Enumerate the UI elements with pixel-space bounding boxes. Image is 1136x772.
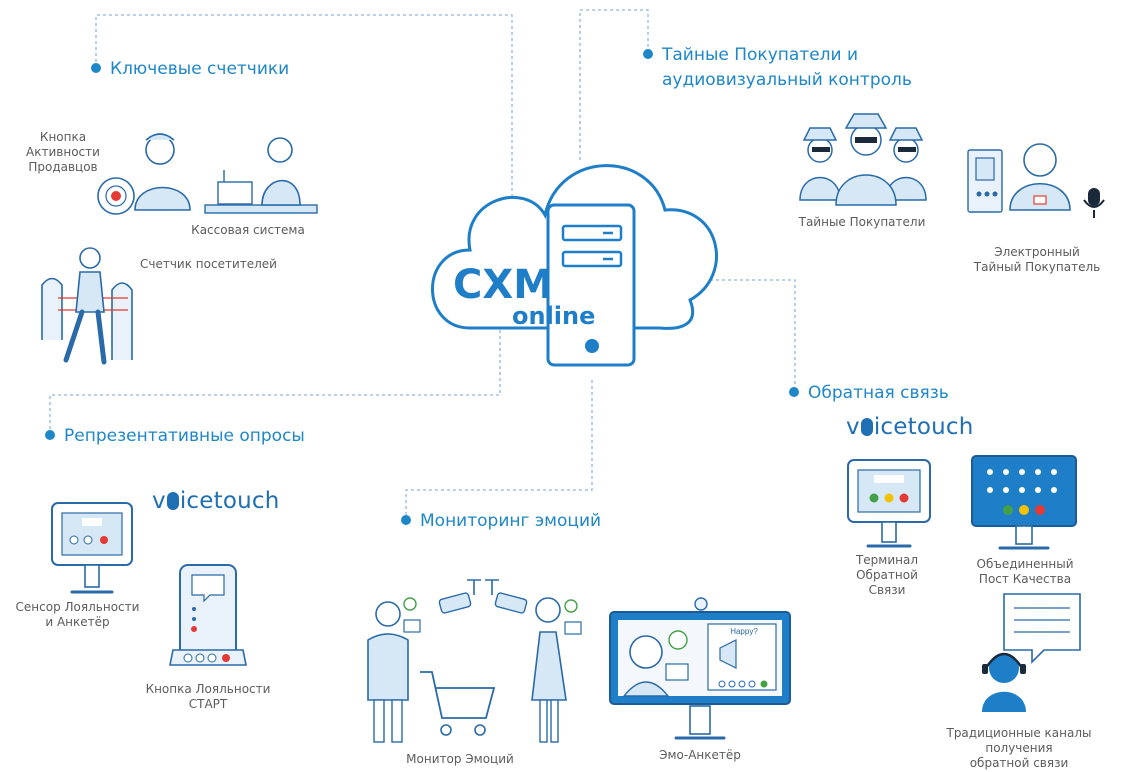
bullet-icon xyxy=(45,430,55,440)
label-emotion-monitor: Монитор Эмоций xyxy=(406,752,514,766)
label-visitor-counter: Счетчик посетителей xyxy=(140,257,277,271)
section-surveys: Репрезентативные опросы xyxy=(45,425,305,447)
seller-icon xyxy=(97,133,191,215)
turnstile-icon xyxy=(41,247,133,365)
connector-lines xyxy=(49,9,796,520)
cloud-server-icon xyxy=(431,164,718,367)
electronic-shopper-icon xyxy=(967,143,1071,213)
microphone-icon xyxy=(860,418,873,436)
section-emotions: Мониторинг эмоций xyxy=(401,510,601,532)
speech-bubble-icon xyxy=(1003,593,1081,664)
phone-kiosk-icon xyxy=(169,564,247,666)
bullet-icon xyxy=(91,63,101,73)
microphone-icon xyxy=(166,492,179,510)
happy-question: Happy? xyxy=(730,627,758,636)
shopper-man-icon xyxy=(367,597,421,743)
kiosk-icon xyxy=(51,502,133,594)
feedback-terminal-icon xyxy=(847,459,931,548)
label-mystery-shoppers: Тайные Покупатели xyxy=(798,215,926,229)
quality-post-icon xyxy=(971,455,1077,550)
monitor-icon: Happy? xyxy=(609,597,791,740)
label-emo-questionnaire: Эмо-Анкетёр xyxy=(659,748,741,762)
section-key-counters: Ключевые счетчики xyxy=(91,58,289,80)
section-feedback: Обратная связь xyxy=(789,382,949,404)
shopper-woman-icon xyxy=(531,597,582,743)
label-cash-system: Кассовая система xyxy=(191,223,305,237)
cxm-logo: CXM xyxy=(453,262,553,308)
online-logo: online xyxy=(512,302,596,330)
microphone-icon xyxy=(1083,188,1105,218)
camera-icon xyxy=(438,579,528,614)
spies-icon xyxy=(799,113,927,206)
bullet-icon xyxy=(401,515,411,525)
cashier-icon xyxy=(204,137,318,214)
cart-icon xyxy=(420,671,496,736)
call-center-icon xyxy=(982,652,1026,712)
bullet-icon xyxy=(789,387,799,397)
bullet-icon xyxy=(643,49,653,59)
